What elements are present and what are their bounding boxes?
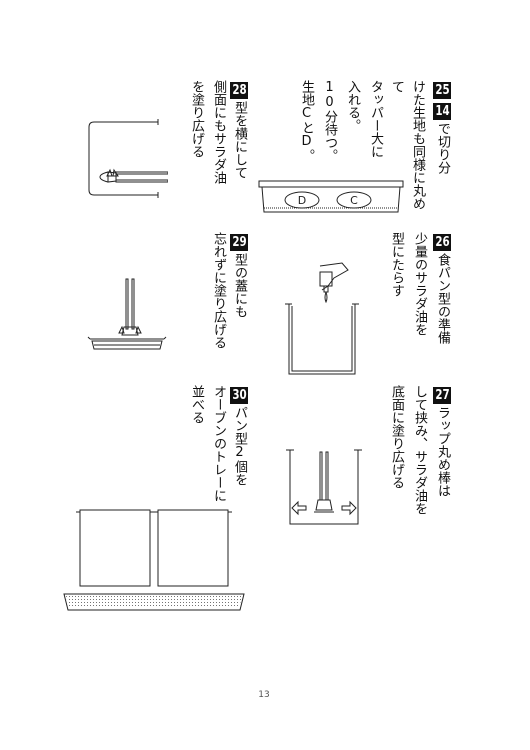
step-27-line3: 底面に塗り広げる <box>389 385 404 489</box>
step-25-col1: 25 14 で切り分 <box>430 80 454 174</box>
step-25-col6: 10分待つ。 <box>317 80 341 162</box>
step-number-badge: 30 <box>230 387 248 404</box>
step-29-line1: 型の蓋にも <box>232 253 247 318</box>
step-number-badge: 26 <box>433 234 451 251</box>
spread-oil-pan-illustration <box>286 449 362 525</box>
step-27-line1: ラップ丸め棒は <box>435 406 450 497</box>
step-27-col2: して挟み、サラダ油を <box>407 385 431 515</box>
step-25-text5: 入れる。 <box>345 80 360 132</box>
step-number-badge: 28 <box>230 82 248 99</box>
step-30-col2: オーブンのトレーに <box>206 385 230 502</box>
pan-sideways-illustration <box>88 119 168 198</box>
step-25-text4: タッパー大に <box>368 80 383 158</box>
step-25-col4: タッパー大に <box>363 80 387 158</box>
step-30-col1: 30 パン型2個を <box>227 385 251 486</box>
step-27-line2: して挟み、サラダ油を <box>412 385 427 515</box>
step-25-text1: で切り分 <box>435 122 450 174</box>
lid-with-brush-illustration <box>87 278 167 350</box>
step-26-col1: 26 食パン型の準備 <box>430 232 454 344</box>
step-28-col3: を塗り広げる <box>184 80 208 158</box>
step-27-col1: 27 ラップ丸め棒は <box>430 385 454 497</box>
step-28-line1: 型を横にして <box>232 101 247 179</box>
step-28-col2: 側面にもサラダ油 <box>206 80 230 184</box>
dough-c-label: C <box>350 194 358 207</box>
step-25-col7: 生地CとD。 <box>294 80 318 162</box>
step-28-line3: を塗り広げる <box>189 80 204 158</box>
step-26-line3: 型にたらす <box>389 232 404 297</box>
step-25-text2: けた生地も同様に丸め <box>410 80 425 210</box>
step-25-text7: 生地CとD。 <box>299 80 314 162</box>
step-number-badge: 25 <box>433 82 451 99</box>
step-28-line2: 側面にもサラダ油 <box>211 80 226 184</box>
step-29-col2: 忘れずに塗り広げる <box>206 232 230 349</box>
step-ref-badge: 14 <box>433 103 451 120</box>
step-27-col3: 底面に塗り広げる <box>384 385 408 489</box>
step-28-col1: 28 型を横にして <box>227 80 251 179</box>
step-29-col1: 29 型の蓋にも <box>227 232 251 318</box>
step-25-col2: けた生地も同様に丸め <box>405 80 429 210</box>
step-25-col3: て <box>384 80 408 93</box>
step-26-line1: 食パン型の準備 <box>435 253 450 344</box>
step-30-line3: 並べる <box>189 385 204 424</box>
step-number-badge: 27 <box>433 387 451 404</box>
step-29-line2: 忘れずに塗り広げる <box>211 232 226 349</box>
container-with-dough-illustration: D C <box>258 180 404 213</box>
step-26-col2: 少量のサラダ油を <box>407 232 431 336</box>
step-25-text6: 10分待つ。 <box>322 80 337 162</box>
step-26-col3: 型にたらす <box>384 232 408 297</box>
pans-on-tray-illustration <box>63 509 245 611</box>
step-25-text3: て <box>389 80 404 93</box>
page-number: 13 <box>258 690 270 700</box>
step-30-line1: パン型2個を <box>232 406 247 486</box>
step-26-line2: 少量のサラダ油を <box>412 232 427 336</box>
step-30-col3: 並べる <box>184 385 208 424</box>
step-25-col5: 入れる。 <box>340 80 364 132</box>
step-30-line2: オーブンのトレーに <box>211 385 226 502</box>
step-number-badge: 29 <box>230 234 248 251</box>
dough-d-label: D <box>298 194 306 207</box>
oil-into-pan-illustration <box>285 262 359 375</box>
